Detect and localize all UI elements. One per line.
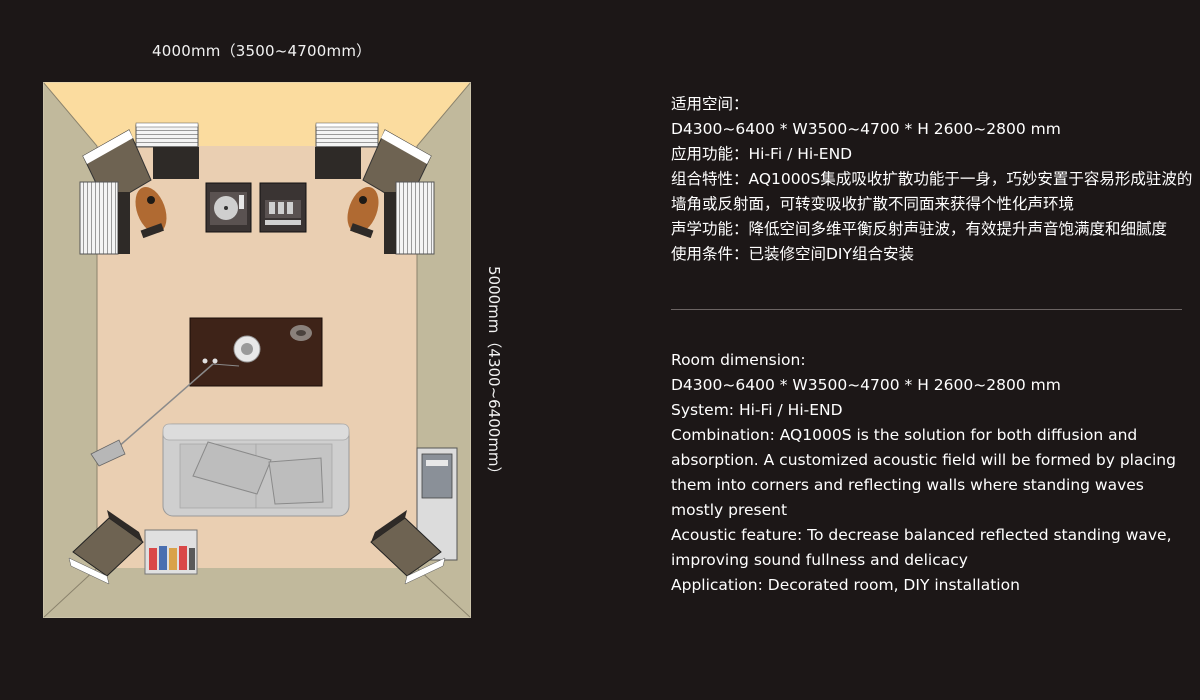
magazine-rack	[144, 529, 198, 575]
sofa	[162, 423, 350, 517]
microphone-stand	[90, 439, 126, 467]
spec-en-line: Room dimension:	[671, 351, 806, 369]
coffee-table	[100, 317, 323, 463]
spec-chinese: 适用空间： D4300~6400 * W3500~4700 * H 2600~2…	[671, 92, 1196, 267]
turntable	[205, 182, 252, 233]
acoustic-panel-front-right	[370, 510, 446, 585]
acoustic-panel-left-top	[135, 122, 199, 179]
spec-cn-line: 声学功能：降低空间多维平衡反射声驻波，有效提升声音饱满度和细腻度	[671, 220, 1168, 238]
speaker-left	[135, 186, 167, 239]
acoustic-panel-right-top	[315, 122, 379, 179]
back-wall	[43, 82, 471, 146]
spec-cn-line: 组合特性：AQ1000S集成吸收扩散功能于一身，巧妙安置于容易形成驻波的墙角或反…	[671, 170, 1193, 213]
spec-cn-line: 使用条件：已装修空间DIY组合安装	[671, 245, 914, 263]
spec-cn-line: D4300~6400 * W3500~4700 * H 2600~2800 mm	[671, 120, 1061, 138]
acoustic-panel-right-side	[384, 181, 435, 255]
front-wall	[43, 568, 471, 618]
amplifier	[259, 182, 307, 233]
spec-en-line: Application: Decorated room, DIY install…	[671, 576, 1020, 594]
section-divider	[671, 309, 1182, 310]
acoustic-panel-front-left	[68, 510, 144, 585]
spec-cn-line: 应用功能：Hi-Fi / Hi-END	[671, 145, 853, 163]
room-width-label: 4000mm（3500~4700mm）	[152, 42, 372, 60]
spec-cn-line: 适用空间：	[671, 95, 749, 113]
spec-en-line: Acoustic feature: To decrease balanced r…	[671, 526, 1172, 569]
spec-en-line: System: Hi-Fi / Hi-END	[671, 401, 843, 419]
spec-english: Room dimension: D4300~6400 * W3500~4700 …	[671, 348, 1196, 598]
room-floor-plan	[43, 82, 471, 618]
acoustic-panel-left-side	[79, 181, 130, 255]
speaker-right	[347, 186, 379, 239]
spec-en-line: D4300~6400 * W3500~4700 * H 2600~2800 mm	[671, 376, 1061, 394]
room-length-label: 5000mm（4300~6400mm）	[485, 266, 503, 482]
spec-en-line: Combination: AQ1000S is the solution for…	[671, 426, 1176, 519]
